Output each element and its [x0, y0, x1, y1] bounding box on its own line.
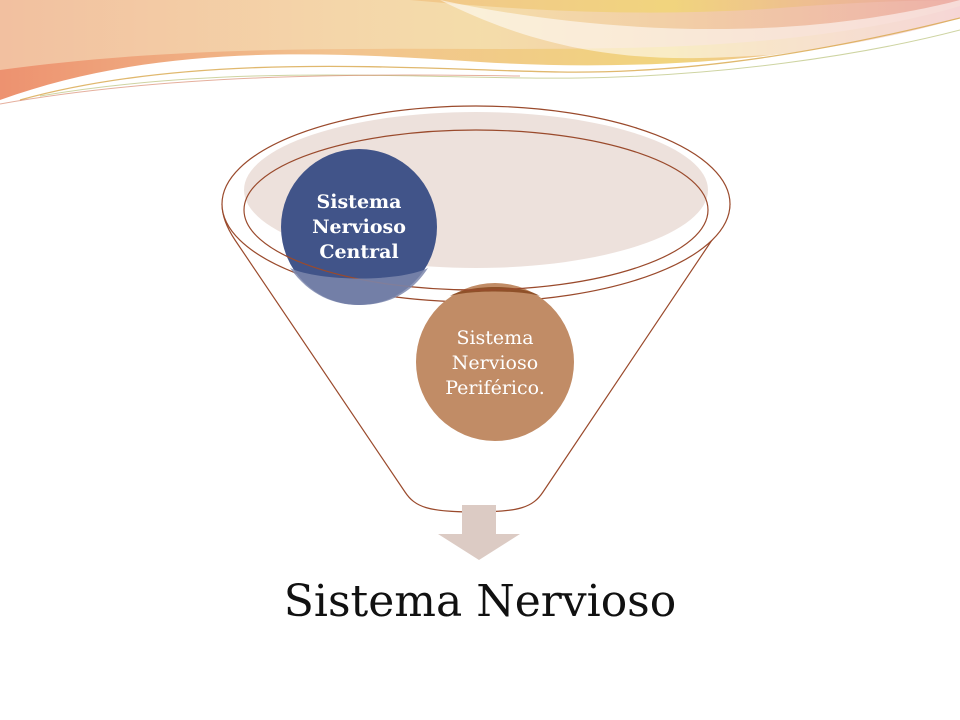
peripheral-nervous-system-circle — [416, 283, 574, 441]
central-nervous-system-label: Sistema Nervioso Central — [312, 190, 406, 263]
peripheral-nervous-system-label: Sistema Nervioso Periférico. — [445, 326, 545, 399]
top-banner-decoration — [0, 0, 960, 105]
central-circle-lower-tint — [290, 268, 428, 305]
nervous-system-title: Sistema Nervioso — [283, 576, 677, 627]
down-arrow-icon — [438, 505, 520, 560]
funnel-rim-inner — [243, 129, 709, 291]
central-nervous-system-circle — [281, 149, 437, 305]
